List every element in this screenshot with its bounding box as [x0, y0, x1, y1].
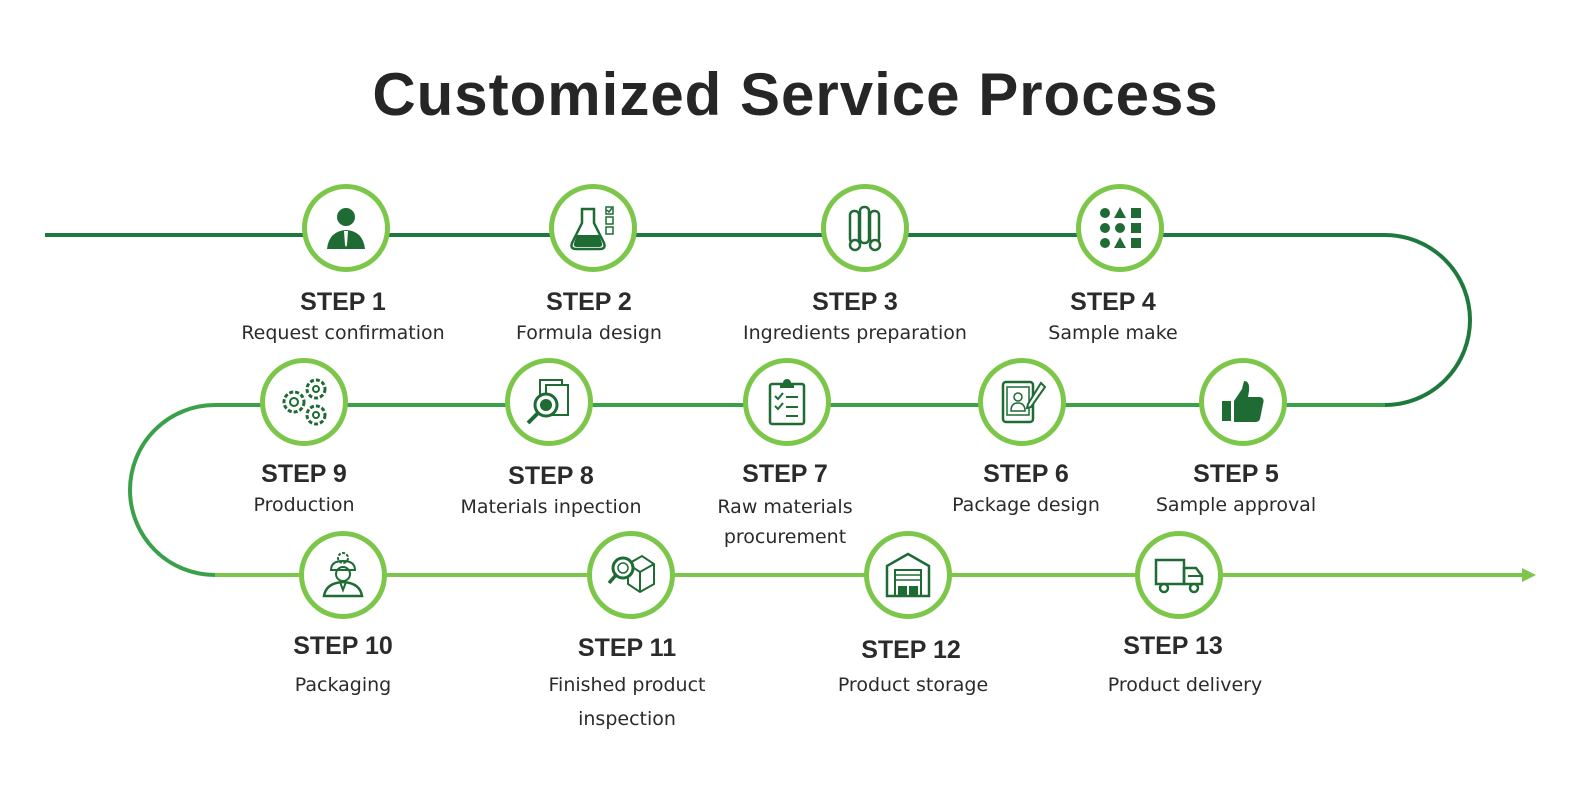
step-3-desc: Ingredients preparation: [743, 322, 967, 344]
gears-people-icon: [282, 378, 327, 426]
step-12-label: STEP 12: [861, 636, 961, 664]
step-4-desc: Sample make: [1048, 322, 1178, 344]
path-row-1: [45, 233, 1472, 407]
step-5-desc: Sample approval: [1155, 494, 1317, 516]
step-10-node: [299, 531, 387, 619]
step-7-node: [743, 358, 831, 446]
step-4-node: [1076, 184, 1164, 272]
step-3-node: [821, 184, 909, 272]
pipes-icon: [848, 205, 882, 252]
documents-magnifier-icon: [526, 379, 569, 425]
step-12-desc: Product storage: [837, 674, 989, 696]
step-6-label: STEP 6: [983, 460, 1069, 488]
step-2-desc: Formula design: [516, 322, 662, 344]
step-9-node: [260, 358, 348, 446]
step-2-label: STEP 2: [546, 288, 632, 316]
step-7-label: STEP 7: [742, 460, 828, 488]
step-6-node: [978, 358, 1066, 446]
tablet-pen-icon: [1001, 380, 1047, 424]
arrow-head: [1522, 568, 1536, 582]
truck-icon: [1154, 558, 1204, 594]
step-7-desc-line-2: procurement: [723, 526, 847, 548]
step-9-desc: Production: [253, 494, 355, 516]
step-13-node: [1135, 531, 1223, 619]
warehouse-icon: [885, 552, 931, 598]
step-1-label: STEP 1: [300, 288, 386, 316]
clipboard-checklist-icon: [768, 379, 806, 426]
step-10-label: STEP 10: [293, 632, 393, 660]
shapes-grid-icon: [1100, 207, 1141, 248]
page-title: Customized Service Process: [372, 61, 1219, 128]
step-12-node: [864, 531, 952, 619]
step-3-label: STEP 3: [812, 288, 898, 316]
step-11-label: STEP 11: [577, 634, 677, 662]
step-10-desc: Packaging: [294, 674, 392, 696]
step-8-node: [505, 358, 593, 446]
step-4-label: STEP 4: [1070, 288, 1156, 316]
step-11-desc-line-1: Finished product: [548, 674, 706, 696]
person-icon: [327, 208, 365, 249]
step-11-desc-line-2: inspection: [578, 708, 676, 730]
step-8-label: STEP 8: [508, 462, 594, 490]
step-2-node: [549, 184, 637, 272]
step-1-desc: Request confirmation: [241, 322, 445, 344]
step-5-node: [1199, 358, 1287, 446]
path-row-2: [128, 403, 1385, 577]
step-13-label: STEP 13: [1123, 632, 1223, 660]
step-11-node: [587, 531, 675, 619]
thumbs-up-icon: [1222, 381, 1264, 422]
step-6-desc: Package design: [952, 494, 1100, 516]
step-7-desc-line-1: Raw materials: [717, 496, 853, 518]
step-8-desc: Materials inpection: [460, 496, 642, 518]
worker-icon: [322, 552, 364, 598]
step-13-desc: Product delivery: [1107, 674, 1263, 696]
step-5-label: STEP 5: [1193, 460, 1279, 488]
flask-checklist-icon: [570, 206, 614, 251]
box-magnifier-icon: [607, 554, 655, 594]
step-9-label: STEP 9: [261, 460, 347, 488]
step-1-node: [302, 184, 390, 272]
